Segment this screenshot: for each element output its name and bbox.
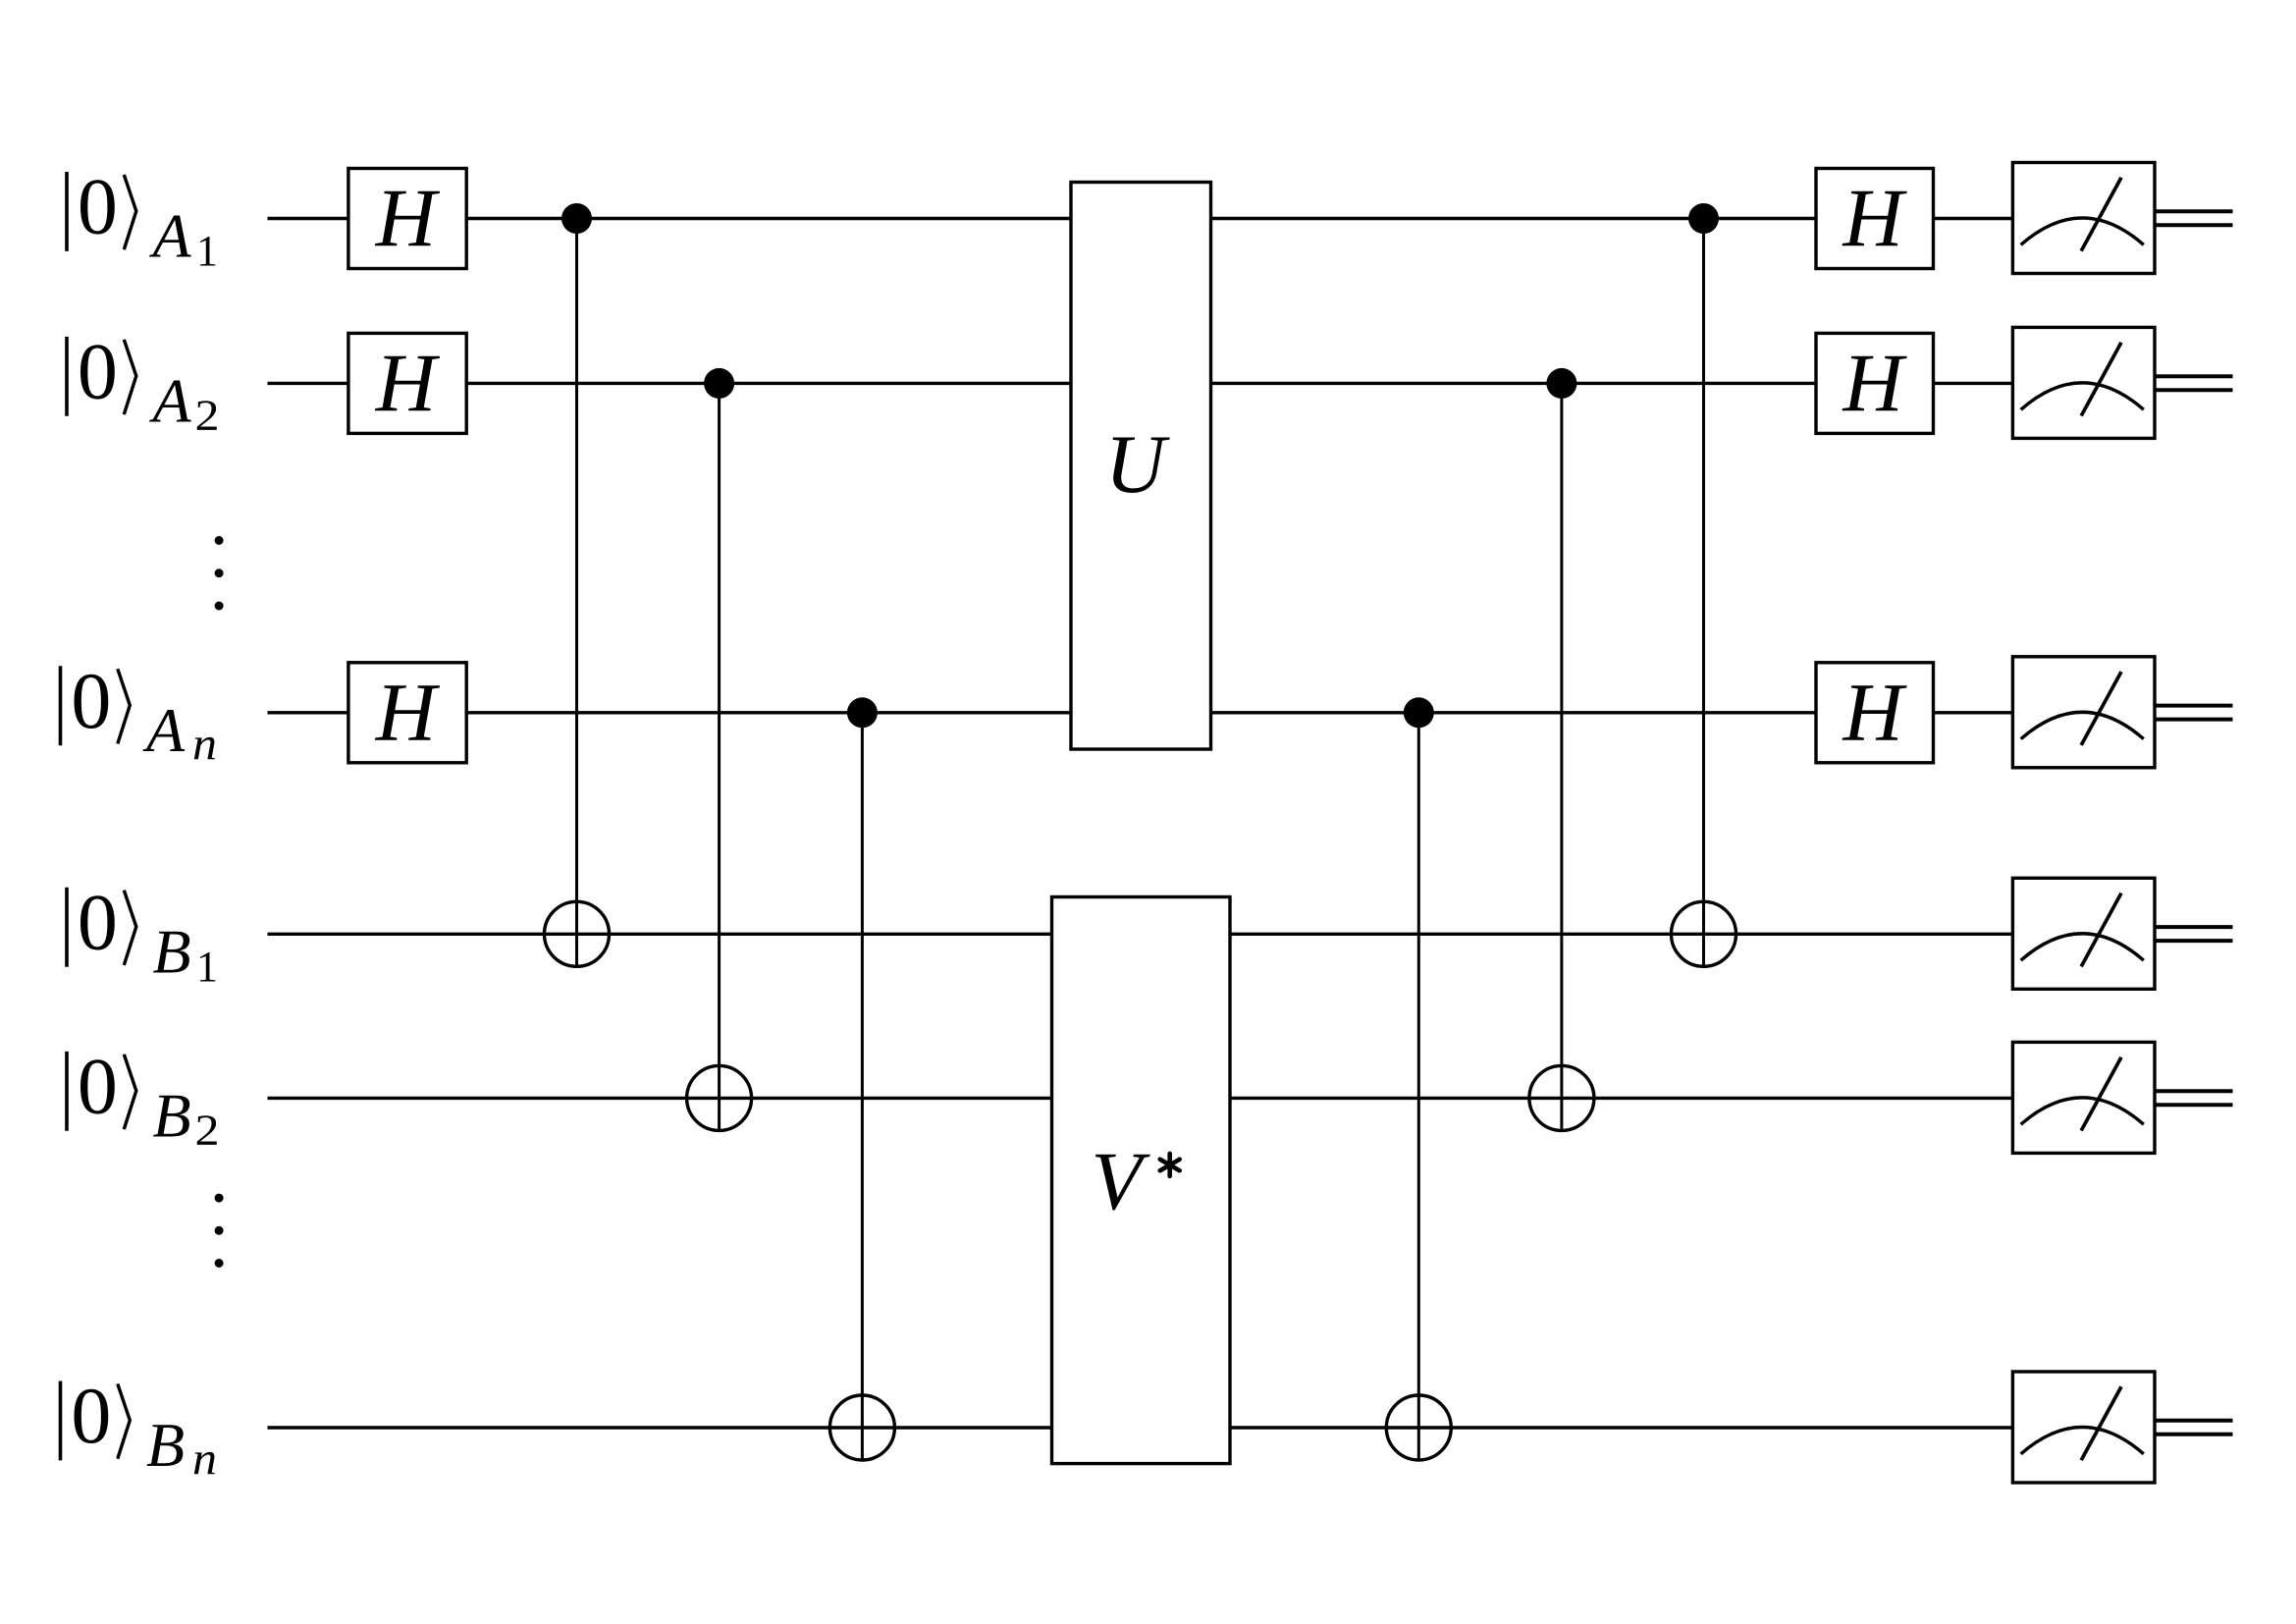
- svg-text:B: B: [153, 916, 191, 986]
- svg-text:V: V: [1092, 1135, 1151, 1227]
- svg-text:0: 0: [78, 1041, 118, 1130]
- svg-text:1: 1: [196, 943, 218, 991]
- svg-text:2: 2: [195, 391, 220, 439]
- svg-text:H: H: [1842, 337, 1908, 429]
- svg-text:A: A: [149, 201, 192, 271]
- svg-text:0: 0: [78, 326, 118, 415]
- svg-text:1: 1: [196, 227, 218, 275]
- svg-text:0: 0: [71, 656, 111, 745]
- svg-text:H: H: [375, 172, 441, 264]
- svg-text:n: n: [192, 718, 217, 770]
- svg-text:H: H: [1842, 666, 1908, 758]
- svg-text:n: n: [192, 1434, 217, 1486]
- svg-text:0: 0: [78, 162, 118, 251]
- svg-text:B: B: [146, 1410, 185, 1480]
- svg-text:B: B: [153, 1081, 191, 1151]
- svg-text:0: 0: [71, 1371, 111, 1460]
- svg-text:H: H: [375, 666, 441, 758]
- svg-text:0: 0: [78, 877, 118, 966]
- svg-text:2: 2: [195, 1106, 220, 1154]
- svg-text:H: H: [1842, 172, 1908, 264]
- svg-text:U: U: [1105, 418, 1170, 511]
- svg-text:A: A: [149, 366, 192, 436]
- svg-text:H: H: [375, 337, 441, 429]
- svg-text:A: A: [142, 695, 186, 765]
